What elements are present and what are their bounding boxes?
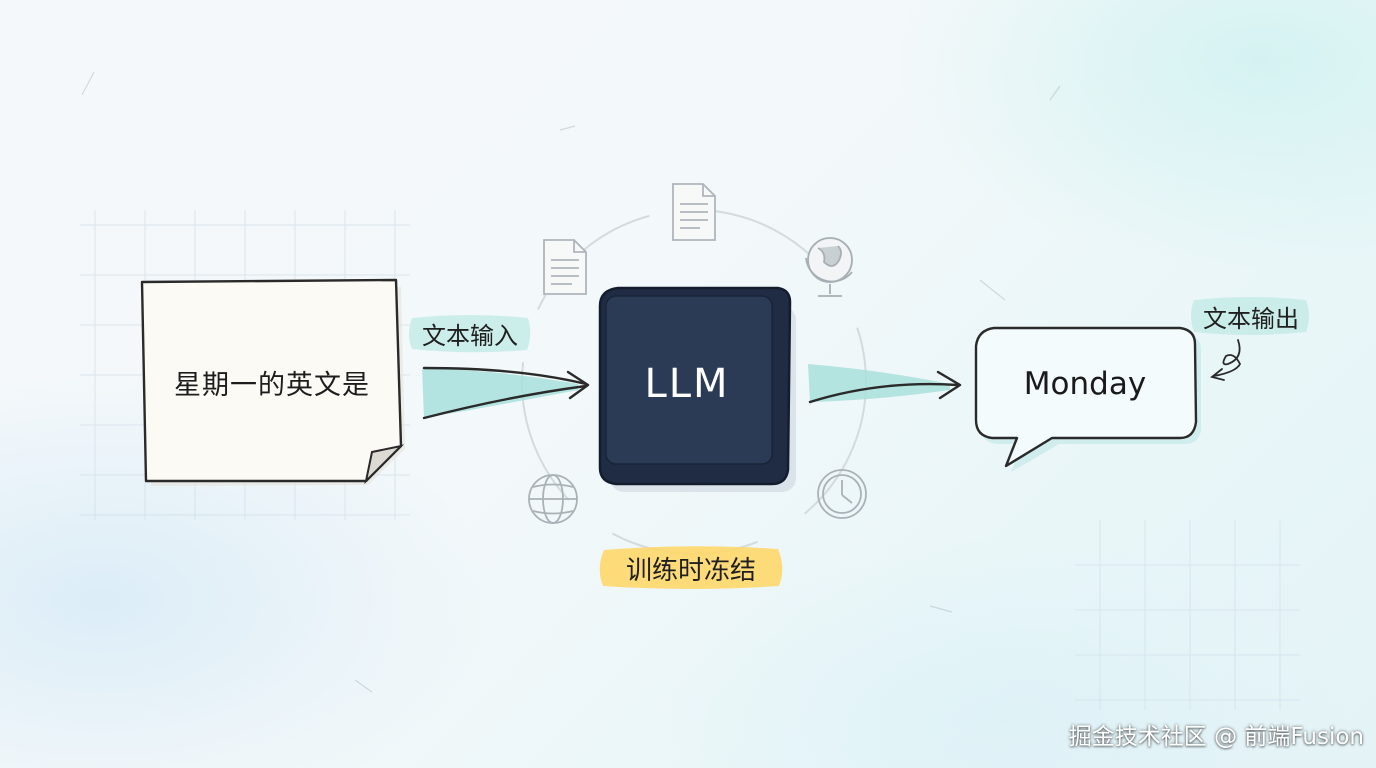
curl-arrow (1210, 339, 1242, 381)
watermark: 掘金技术社区 @ 前端Fusion (1068, 724, 1364, 750)
output-flow-arrow (808, 364, 962, 404)
grid-right (1075, 520, 1300, 710)
frozen-tag: 训练时冻结 (625, 555, 756, 586)
output-tag-bg (1191, 297, 1309, 335)
globe-stand-icon (805, 237, 853, 297)
input-tag: 文本输入 (422, 321, 518, 350)
input-text: 星期一的英文是 (174, 369, 370, 401)
output-tag: 文本输出 (1203, 304, 1299, 333)
frozen-tag-bg (599, 546, 783, 589)
output-bubble (974, 326, 1201, 472)
llm-block (598, 286, 796, 492)
input-flow-arrow (422, 366, 590, 420)
input-note (140, 278, 405, 486)
globe-icon (528, 474, 578, 524)
clock-icon (817, 469, 867, 519)
llm-label: LLM (644, 361, 730, 407)
document-icon (672, 183, 716, 241)
document-icon (543, 239, 587, 295)
input-tag-bg (409, 315, 531, 353)
output-text: Monday (1023, 366, 1147, 402)
